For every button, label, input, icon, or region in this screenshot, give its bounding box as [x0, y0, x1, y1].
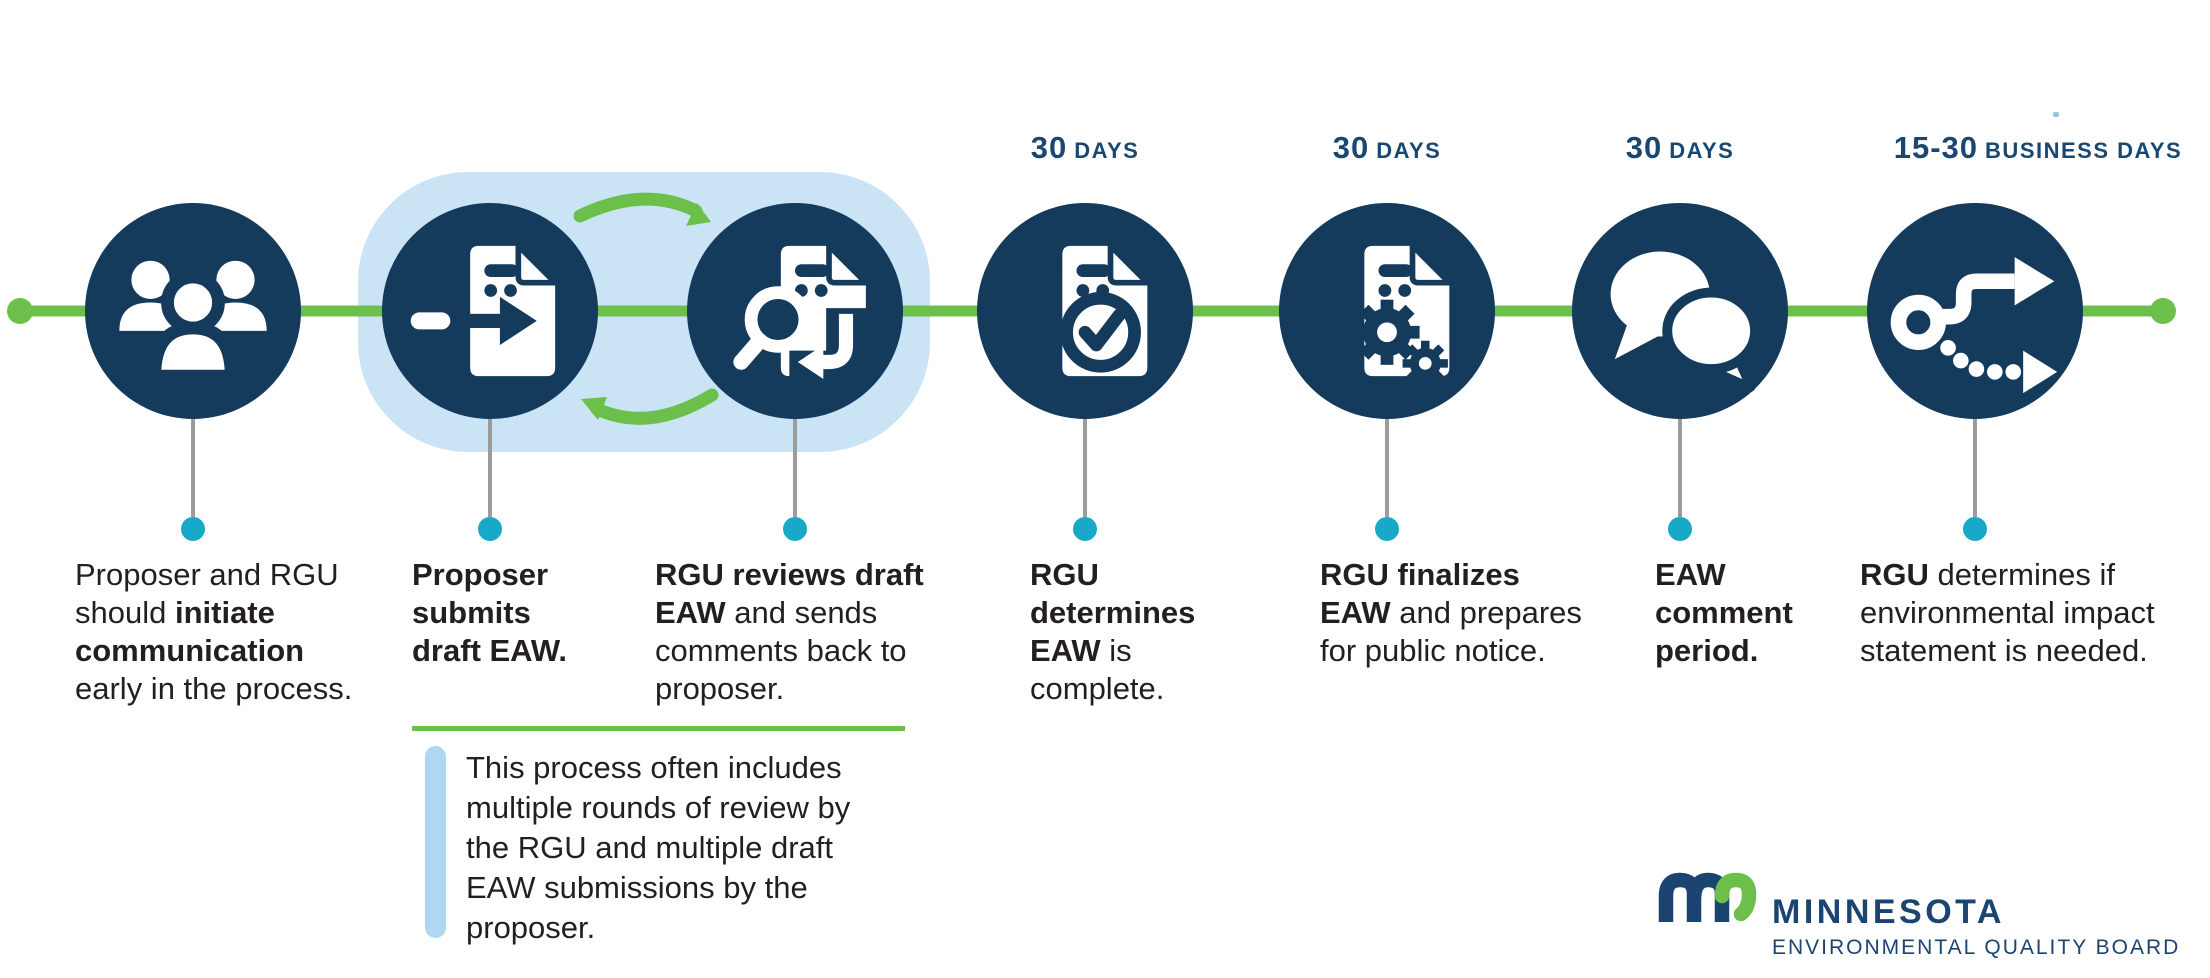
step-marker-dot [478, 517, 502, 541]
document-gears-icon [1354, 242, 1453, 387]
logo-tagline: ENVIRONMENTAL QUALITY BOARD [1772, 936, 2181, 959]
step-marker-dot [1668, 517, 1692, 541]
duration-number: 30 [1030, 130, 1068, 165]
submit-document-icon [410, 242, 558, 377]
decorative-dot [2053, 112, 2059, 117]
step-circle-2 [382, 203, 598, 419]
step-circle-4 [977, 203, 1193, 419]
duration-unit: BUSINESS DAYS [1985, 138, 2183, 163]
duration-number: 30 [1625, 130, 1663, 165]
step-connector [191, 419, 195, 517]
step-marker-dot [783, 517, 807, 541]
mn-logo [1658, 872, 1757, 922]
note-accent-bar [425, 746, 446, 938]
step-description-5: RGU finalizes EAW and prepares for publi… [1320, 557, 1582, 668]
duration-number: 30 [1332, 130, 1370, 165]
step-connector [1385, 419, 1389, 517]
step-connector [1083, 419, 1087, 517]
step-circle-6 [1572, 203, 1788, 419]
note-divider-rule [412, 726, 905, 731]
step-description-6: EAW comment period. [1655, 557, 1793, 668]
step-circle-7 [1867, 203, 2083, 419]
step-connector [1678, 419, 1682, 517]
review-document-icon [733, 242, 869, 379]
step-circle-3 [687, 203, 903, 419]
step-circle-1 [85, 203, 301, 419]
step-connector [488, 419, 492, 517]
timeline-end-dot [2150, 298, 2176, 324]
people-icon [119, 260, 267, 383]
step-description-2: Proposer submits draft EAW. [412, 557, 568, 668]
logo-wordmark: MINNESOTA [1772, 893, 2005, 931]
decision-path-icon [1890, 257, 2058, 394]
duration-unit: DAYS [1669, 138, 1735, 163]
document-check-icon [1060, 242, 1151, 377]
step-marker-dot [181, 517, 205, 541]
chat-bubbles-icon [1610, 251, 1761, 392]
step-description-1: Proposer and RGU should initiate communi… [75, 557, 353, 706]
timeline-start-dot [7, 298, 33, 324]
step-description-4: RGU determines EAW is complete. [1030, 557, 1196, 706]
step-marker-dot [1375, 517, 1399, 541]
step-marker-dot [1073, 517, 1097, 541]
step-description-7: RGU determines if environmental impact s… [1860, 557, 2155, 668]
step-connector [1973, 419, 1977, 517]
duration-unit: DAYS [1376, 138, 1442, 163]
step-connector [793, 419, 797, 517]
duration-number: 15-30 [1893, 130, 1979, 165]
note-text: This process often includes multiple rou… [466, 750, 851, 945]
duration-unit: DAYS [1074, 138, 1140, 163]
step-marker-dot [1963, 517, 1987, 541]
step-description-3: RGU reviews draft EAW and sends comments… [655, 557, 924, 706]
step-circle-5 [1279, 203, 1495, 419]
